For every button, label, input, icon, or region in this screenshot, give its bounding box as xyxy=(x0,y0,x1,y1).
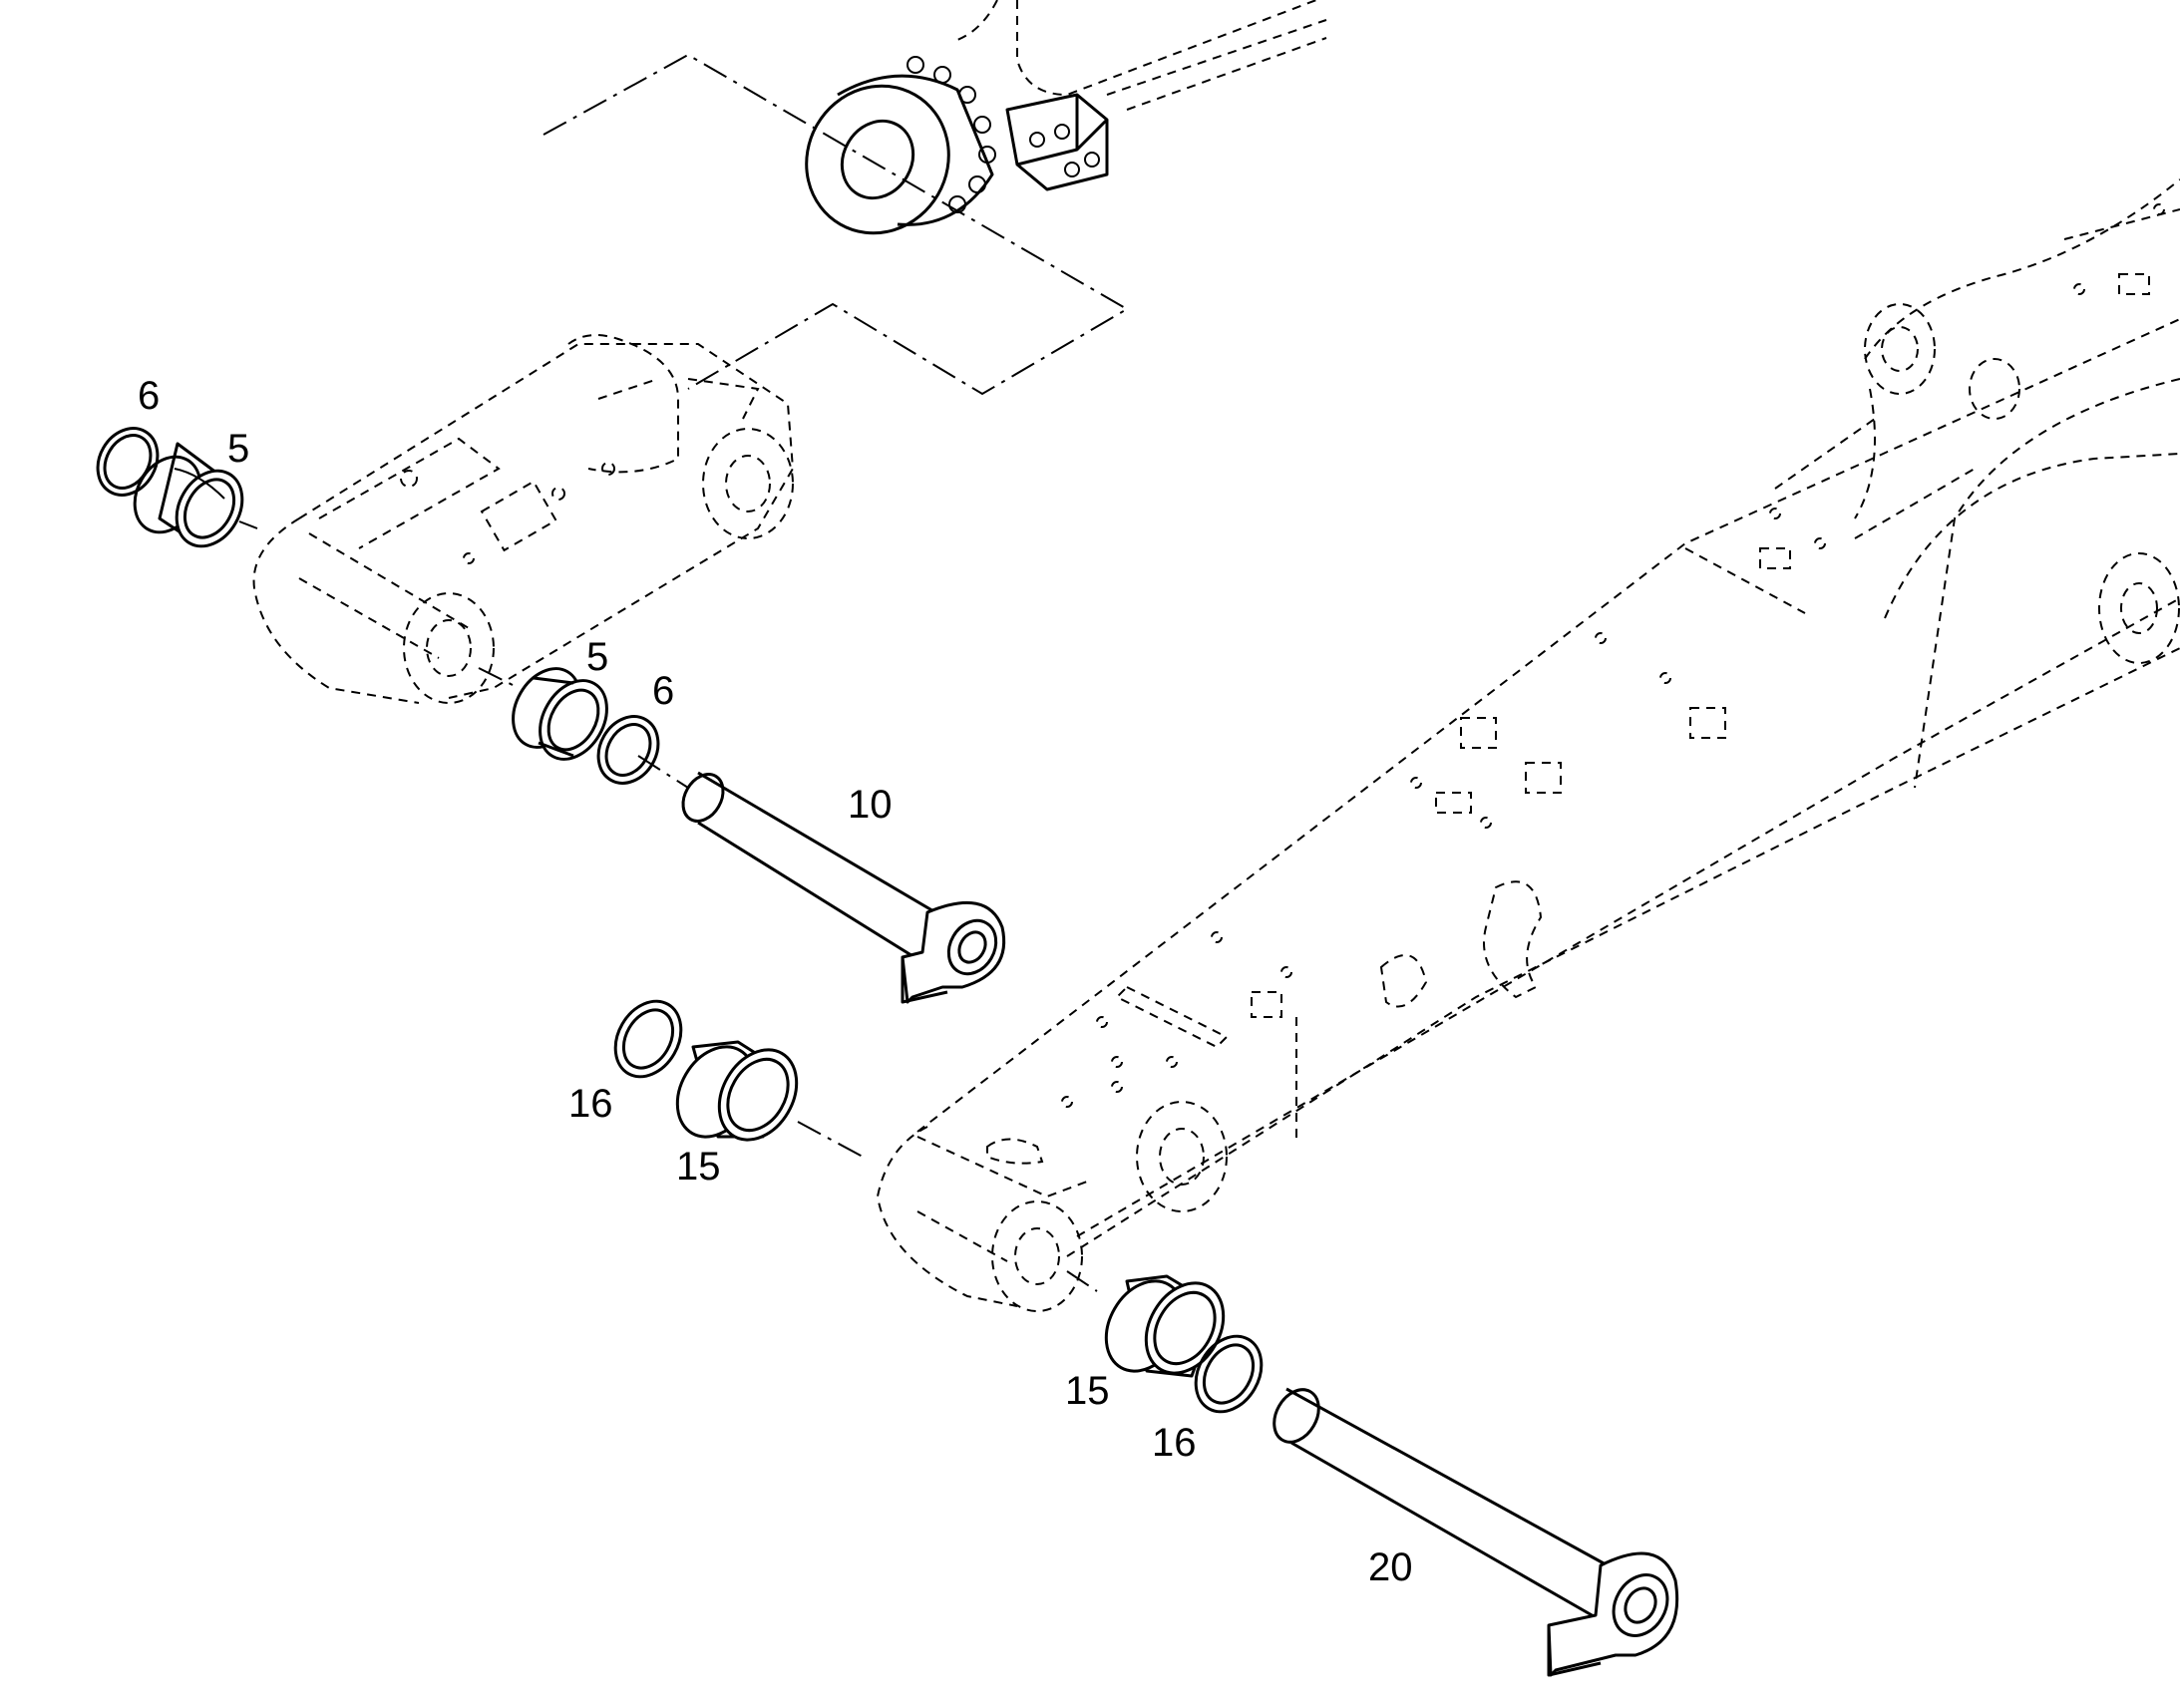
bushing-5-mid xyxy=(512,667,608,761)
pin-10 xyxy=(681,771,1006,1004)
callout-6: 6 xyxy=(138,374,160,418)
callout-16: 16 xyxy=(1152,1421,1197,1465)
leader-box xyxy=(543,53,1129,396)
callout-5: 5 xyxy=(227,427,249,471)
callout-20: 20 xyxy=(1368,1545,1413,1589)
boom xyxy=(797,178,2180,1312)
callout-6: 6 xyxy=(652,669,674,713)
callout-5: 5 xyxy=(586,635,608,679)
ring-16-right xyxy=(1194,1334,1264,1414)
callout-16: 16 xyxy=(568,1082,613,1126)
callout-10: 10 xyxy=(848,783,893,827)
bushing-15-right xyxy=(1104,1274,1226,1378)
bushing-5-top xyxy=(133,442,244,548)
bushing-15-left xyxy=(675,1040,799,1142)
arm-end-bracket xyxy=(238,334,795,789)
valve-block xyxy=(1005,93,1109,191)
hydraulic-cylinder xyxy=(805,0,1327,235)
callout-15: 15 xyxy=(676,1145,721,1189)
ring-6-mid xyxy=(596,715,660,785)
ring-16-left xyxy=(613,999,683,1079)
pin-20 xyxy=(1272,1387,1679,1677)
flange-bolts xyxy=(907,56,996,213)
callout-15: 15 xyxy=(1065,1369,1110,1413)
